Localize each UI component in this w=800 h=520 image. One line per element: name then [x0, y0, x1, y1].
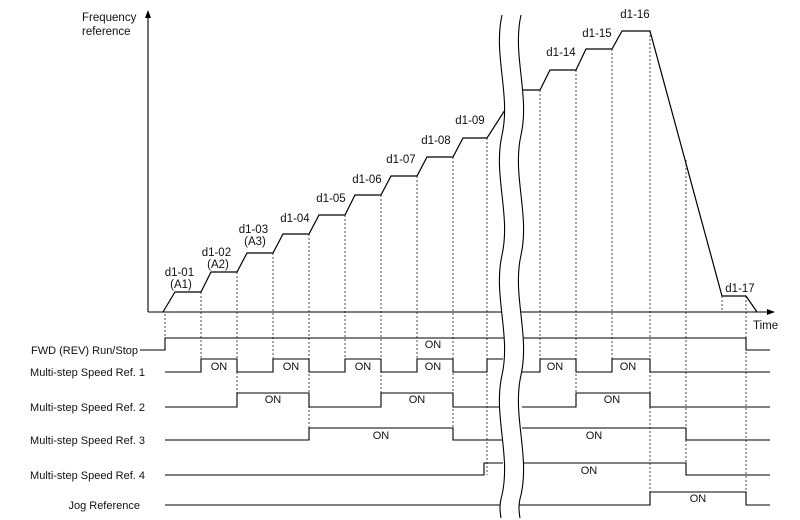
step-label-d1-17: d1-17 [725, 283, 754, 295]
waveform-speed-ref-1 [165, 358, 770, 373]
on-label: ON [211, 361, 228, 373]
on-label: ON [373, 430, 390, 442]
step-label-d1-01-line-1: d1-01 [165, 267, 194, 279]
step-label-d1-01: d1-01 (A1) [165, 267, 198, 291]
axes: Frequency reference Time [82, 10, 778, 332]
on-label: ON [409, 394, 426, 406]
signal-label-speed-ref-1: Multi-step Speed Ref. 1 [30, 367, 145, 379]
on-label: ON [604, 394, 621, 406]
step-label-d1-09: d1-09 [455, 115, 484, 127]
waveform-speed-ref-3 [165, 427, 770, 441]
step-label-d1-16: d1-16 [620, 9, 649, 21]
on-label: ON [355, 361, 372, 373]
step-label-d1-04: d1-04 [280, 213, 310, 225]
time-break-left-edge [498, 14, 506, 519]
y-axis-label-line-2: reference [82, 26, 131, 38]
on-label: ON [425, 339, 442, 351]
time-break [498, 14, 525, 519]
signal-label-speed-ref-4: Multi-step Speed Ref. 4 [30, 470, 145, 482]
step-label-d1-06: d1-06 [352, 174, 381, 186]
waveform-jog-reference [165, 491, 770, 506]
step-label-d1-02: d1-02 (A2) [202, 247, 235, 271]
signal-waveforms [140, 337, 770, 506]
on-label: ON [620, 361, 637, 373]
step-label-d1-01-line-2: (A1) [170, 279, 192, 291]
step-label-d1-08: d1-08 [421, 135, 450, 147]
y-axis-label: Frequency reference [82, 12, 140, 38]
y-axis-arrow [145, 10, 151, 18]
x-axis-label: Time [753, 320, 778, 332]
signal-label-speed-ref-2: Multi-step Speed Ref. 2 [30, 402, 145, 414]
step-label-d1-02-line-2: (A2) [207, 259, 229, 271]
on-labels: ON ON ON ON ON ON ON ON ON ON ON ON ON O… [211, 339, 707, 505]
signal-label-run-stop: FWD (REV) Run/Stop [31, 345, 138, 357]
frequency-reference-curve [162, 30, 758, 313]
step-label-d1-15: d1-15 [582, 28, 611, 40]
signal-labels: FWD (REV) Run/Stop Multi-step Speed Ref.… [30, 345, 145, 512]
step-labels: d1-01 (A1) d1-02 (A2) d1-03 (A3) d1-04 d… [165, 9, 755, 295]
step-label-d1-03-line-1: d1-03 [239, 224, 268, 236]
step-label-d1-03-line-2: (A3) [244, 236, 266, 248]
signal-label-speed-ref-3: Multi-step Speed Ref. 3 [30, 435, 145, 447]
on-label: ON [690, 493, 707, 505]
step-label-d1-03: d1-03 (A3) [239, 224, 272, 248]
time-break-band [499, 15, 524, 518]
waveform-speed-ref-2 [165, 392, 770, 408]
on-label: ON [425, 361, 442, 373]
step-label-d1-05: d1-05 [316, 193, 345, 205]
signal-label-jog-reference: Jog Reference [68, 500, 140, 512]
x-axis-arrow [767, 309, 775, 315]
step-label-d1-14: d1-14 [546, 47, 576, 59]
waveform-speed-ref-4 [165, 462, 770, 476]
on-label: ON [547, 361, 564, 373]
waveform-run-stop [140, 337, 770, 351]
on-label: ON [283, 361, 300, 373]
step-label-d1-07: d1-07 [386, 154, 415, 166]
step-label-d1-02-line-1: d1-02 [202, 247, 231, 259]
on-label: ON [581, 465, 598, 477]
time-break-right-edge [517, 14, 525, 519]
on-label: ON [265, 394, 282, 406]
on-label: ON [586, 430, 603, 442]
time-guides [164, 31, 747, 505]
y-axis-label-line-1: Frequency [82, 12, 137, 24]
